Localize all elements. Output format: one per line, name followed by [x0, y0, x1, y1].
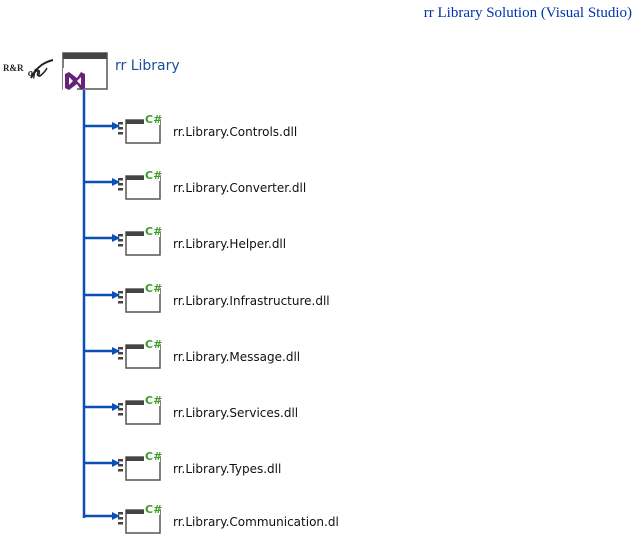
project-name[interactable]: rr.Library.Message.dll: [173, 350, 301, 364]
svg-text:C#: C#: [145, 394, 162, 407]
csharp-project-icon: C#: [116, 449, 166, 483]
rrsoft-logo: R&R oft: [3, 58, 59, 82]
project-name[interactable]: rr.Library.Communication.dl: [173, 515, 339, 529]
csharp-project-icon: C#: [116, 168, 166, 202]
project-name[interactable]: rr.Library.Infrastructure.dll: [173, 294, 330, 308]
solution-name[interactable]: rr Library: [115, 58, 180, 74]
svg-text:C#: C#: [145, 450, 162, 463]
svg-text:C#: C#: [145, 169, 162, 182]
csharp-project-icon: C#: [116, 112, 166, 146]
svg-text:C#: C#: [145, 225, 162, 238]
logo-soft-text: oft: [28, 68, 40, 79]
csharp-project-icon: C#: [116, 281, 166, 315]
page-title: rr Library Solution (Visual Studio): [423, 5, 632, 21]
project-name[interactable]: rr.Library.Types.dll: [173, 462, 282, 476]
logo-brand-text: R&R: [3, 63, 24, 73]
logo-pen-icon: [30, 59, 54, 79]
csharp-project-icon: C#: [116, 337, 166, 371]
svg-text:C#: C#: [145, 503, 162, 516]
svg-text:C#: C#: [145, 338, 162, 351]
csharp-project-icon: C#: [116, 502, 166, 536]
project-name[interactable]: rr.Library.Services.dll: [173, 406, 299, 420]
project-name[interactable]: rr.Library.Helper.dll: [173, 237, 287, 251]
visual-studio-solution-icon[interactable]: [61, 52, 109, 92]
svg-text:C#: C#: [145, 113, 162, 126]
csharp-project-icon: C#: [116, 393, 166, 427]
project-name[interactable]: rr.Library.Converter.dll: [173, 181, 307, 195]
csharp-project-icon: C#: [116, 224, 166, 258]
svg-text:C#: C#: [145, 282, 162, 295]
project-name[interactable]: rr.Library.Controls.dll: [173, 125, 298, 139]
